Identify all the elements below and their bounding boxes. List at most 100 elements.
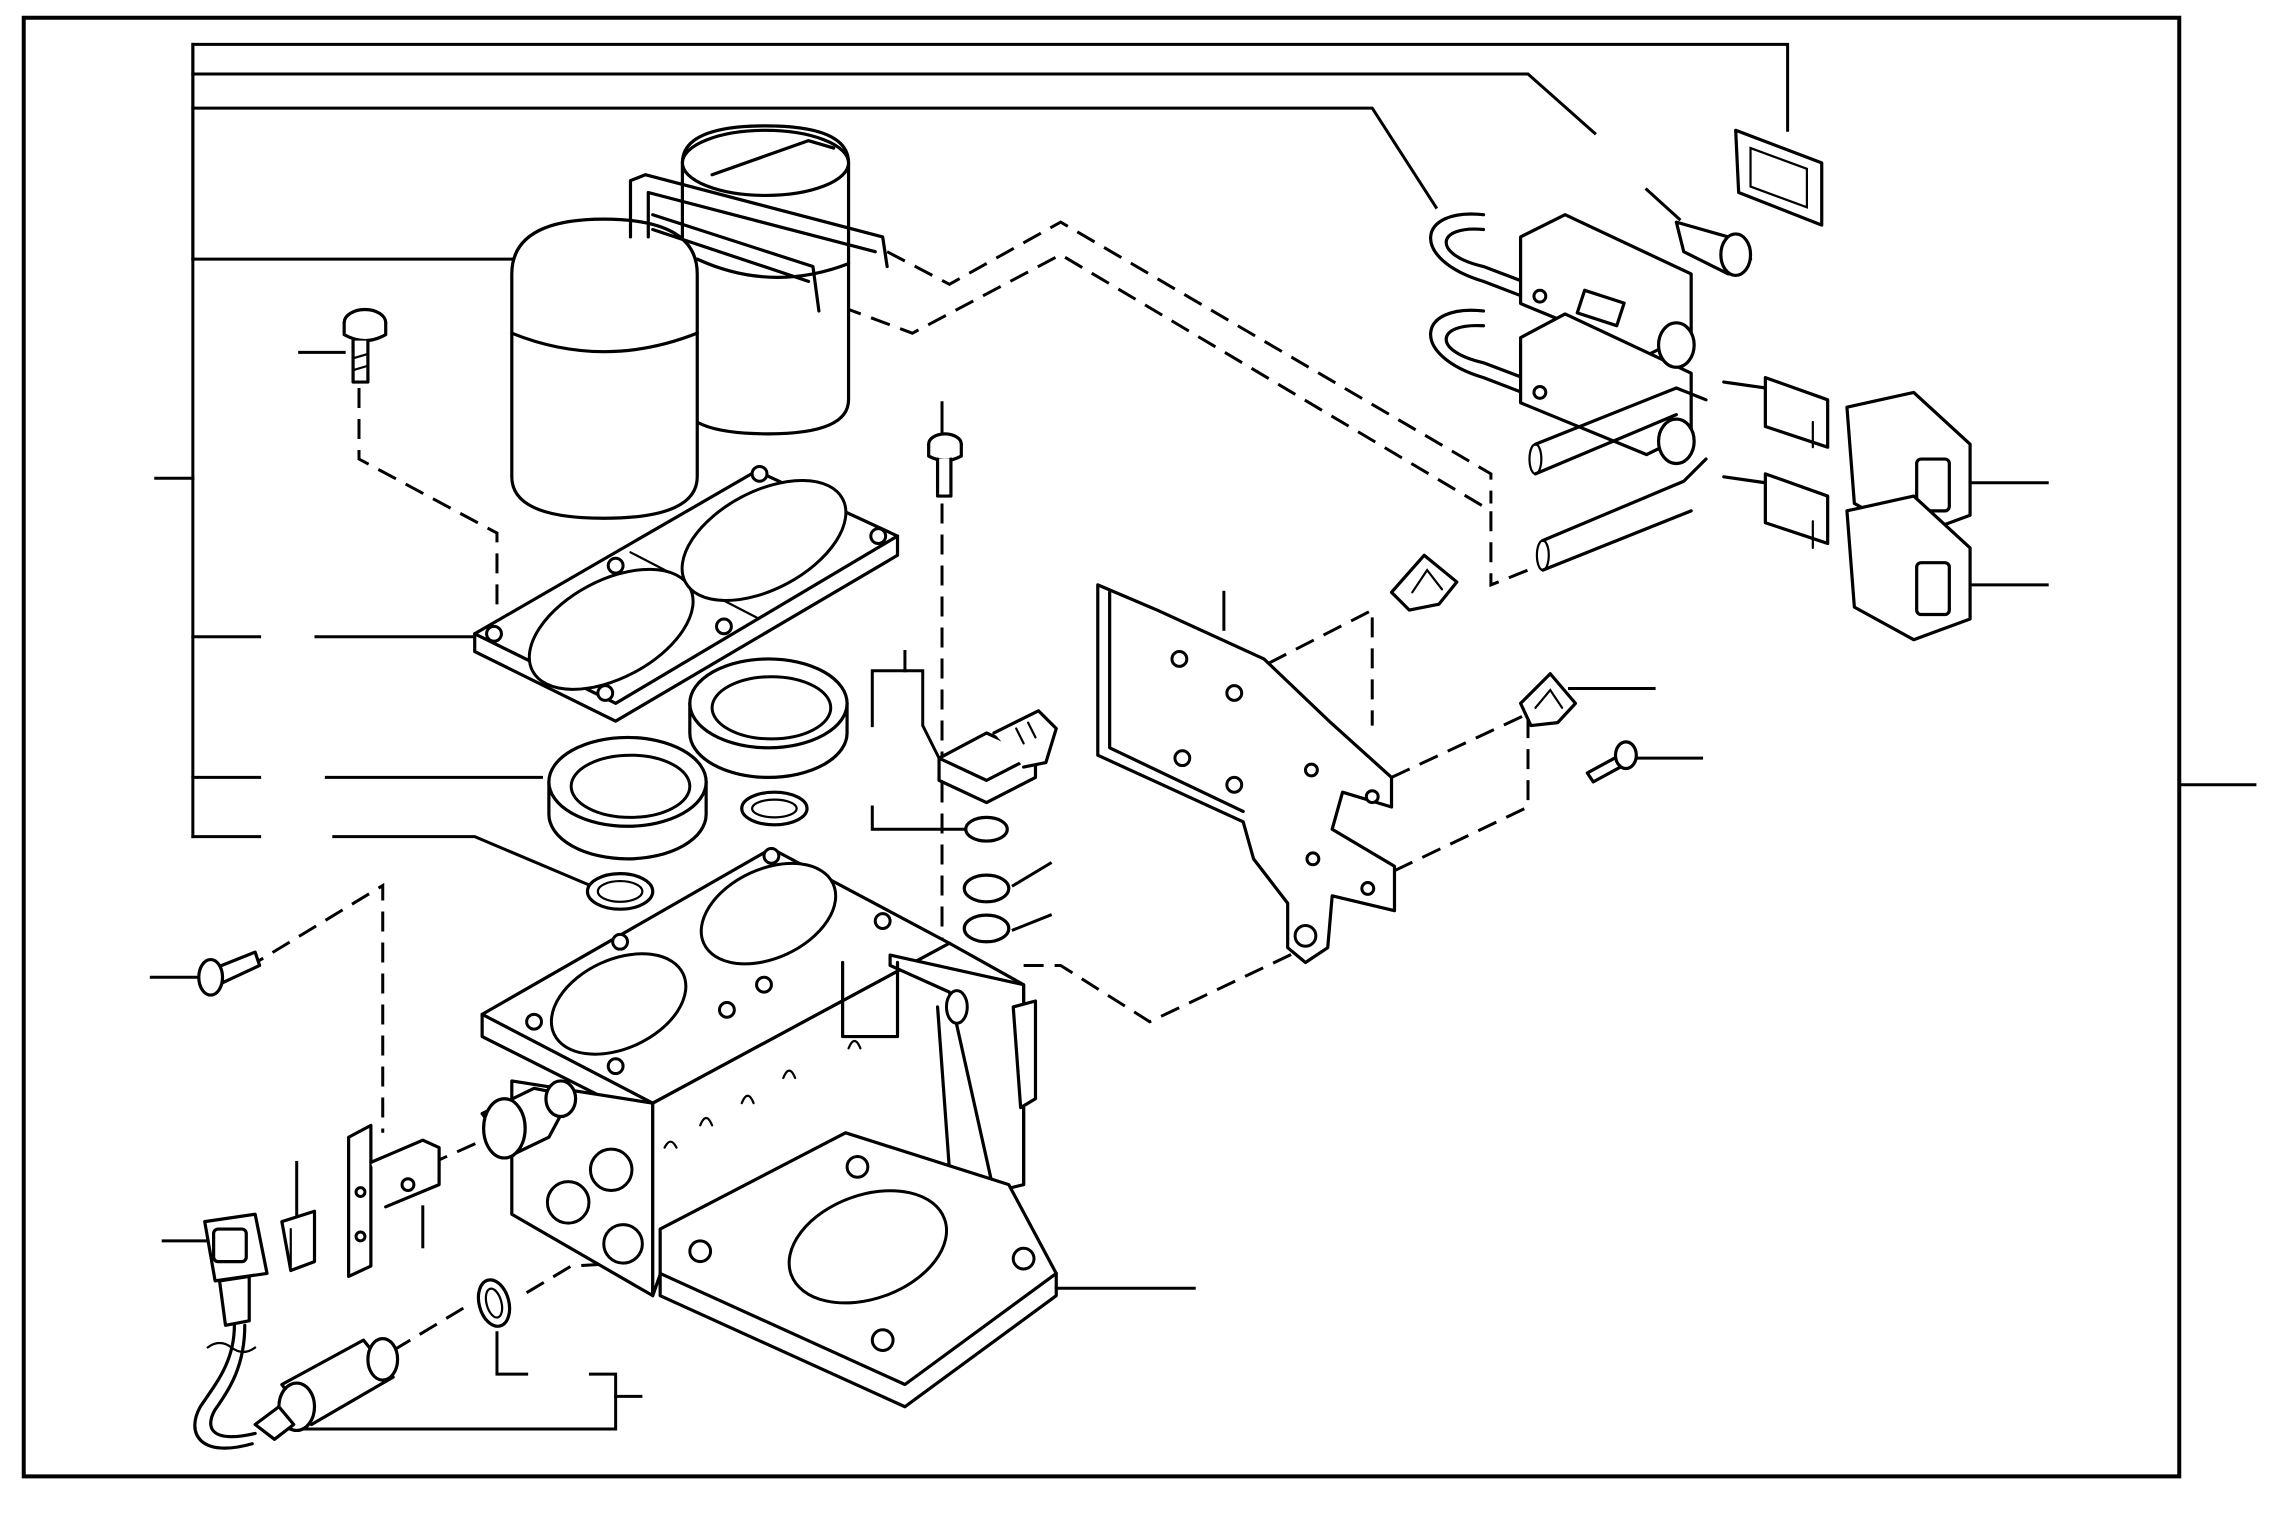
clip-body (1392, 555, 1457, 610)
grommet-inner (1751, 148, 1807, 207)
connector-plug-lower (1765, 474, 1827, 544)
accumulator-pipe (648, 193, 875, 252)
valve-body-slot (946, 991, 967, 1024)
seal-ring-bore (571, 755, 690, 817)
accumulator-pipe (653, 215, 819, 311)
position-sensor (255, 1339, 397, 1440)
valve-bolt-hole (613, 934, 628, 949)
accumulator-front (512, 219, 697, 518)
sensor-thread (368, 1339, 398, 1380)
assembly-line (1392, 714, 1528, 871)
o-ring-small (964, 915, 1009, 942)
passage-mark (700, 1118, 712, 1125)
connector-boot (220, 1276, 250, 1325)
gasket-bolt-hole (487, 626, 502, 641)
accumulator-pipe (630, 175, 887, 267)
valve-bolt-hole (527, 1014, 542, 1029)
leader-line (1647, 190, 1680, 220)
passage-mark (783, 1071, 795, 1078)
bracket-hole (356, 1232, 365, 1241)
bracket-hole (1295, 925, 1316, 946)
connector-wire (1724, 477, 1766, 483)
screw-head (199, 960, 223, 996)
mounting-bracket (1098, 585, 1395, 963)
accumulator-pair (512, 126, 887, 518)
flange-bolt-hole (847, 1156, 868, 1177)
connector-pair (1724, 378, 1970, 640)
sensor-connector (994, 711, 1056, 767)
gasket-bolt-hole (752, 466, 767, 481)
connector-face (1917, 563, 1950, 615)
passage-mark (665, 1142, 677, 1148)
bolt-thread (353, 354, 368, 358)
bracket-plate-edge (1110, 592, 1244, 811)
passage-mark (742, 1096, 754, 1103)
harness-wire (211, 1325, 255, 1436)
accumulator-rear-top (682, 130, 848, 195)
port-fitting-tube (546, 1081, 576, 1117)
solenoid-end (1659, 419, 1695, 463)
gasket-bolt-hole (871, 529, 886, 544)
passage-mark (849, 1041, 861, 1048)
grommet (1736, 130, 1822, 225)
port-fitting-end (484, 1099, 526, 1158)
leader-line (872, 652, 905, 726)
harness-wire (195, 1325, 252, 1448)
solenoid-coil-lower (1446, 326, 1679, 437)
bracket-hole (1227, 686, 1242, 701)
solenoid-pipe (1535, 388, 1706, 444)
cap-end (1721, 234, 1751, 275)
bolt-head-side (929, 444, 962, 460)
assembly-line (887, 222, 1491, 503)
accumulator-gasket (475, 456, 898, 722)
sensor-nose (255, 1407, 294, 1440)
washer-inner (483, 1287, 505, 1319)
solenoid-screw (1534, 290, 1546, 302)
gasket-port-right (662, 456, 865, 626)
valve-port-right (685, 843, 852, 984)
valve-bolt-hole (757, 977, 772, 992)
solenoid-pipe (1543, 459, 1706, 540)
leader-line (289, 1374, 615, 1429)
solenoid-coil-upper (1446, 229, 1679, 341)
harness-connector (195, 1214, 267, 1448)
connector-face (1917, 459, 1950, 511)
clip-slot (1412, 570, 1442, 592)
o-ring-small (742, 792, 807, 825)
valve-bolt-hole (719, 1002, 734, 1017)
o-ring-small (966, 817, 1008, 841)
bracket-tab (371, 1140, 439, 1207)
bracket-hole (1172, 652, 1187, 667)
valve-base-flange-edge (660, 1273, 1056, 1406)
pipe-end (1529, 444, 1541, 474)
leader-line (334, 837, 591, 886)
sensor-housing-top (939, 755, 1035, 780)
bolt (929, 434, 962, 496)
valve-body (482, 843, 1056, 1406)
leader-line (193, 74, 1595, 133)
leader-line (1013, 863, 1050, 885)
clip-slot (1535, 690, 1562, 708)
clip-body (1521, 674, 1576, 726)
clip-body (282, 1211, 315, 1270)
washer (474, 1276, 515, 1329)
assembly-line (220, 886, 383, 1133)
valve-bolt-hole (608, 1059, 623, 1074)
valve-body-rail (843, 963, 898, 1037)
callout-leaders (151, 44, 2255, 1429)
washer-outer (474, 1276, 515, 1329)
o-ring-small-inner (598, 881, 643, 902)
bolt (344, 309, 386, 382)
bracket-hole (1307, 853, 1319, 865)
bracket-hole (1305, 764, 1317, 776)
o-ring-small-inner (752, 800, 797, 818)
clip (1392, 555, 1457, 610)
solenoid-end (1659, 323, 1695, 367)
diagram-frame (24, 18, 2180, 1477)
bracket-hole (1362, 883, 1374, 895)
valve-base-bore (773, 1170, 962, 1323)
bracket-hole (402, 1179, 414, 1191)
clip (282, 1211, 315, 1270)
flange-bolt-hole (690, 1241, 711, 1262)
